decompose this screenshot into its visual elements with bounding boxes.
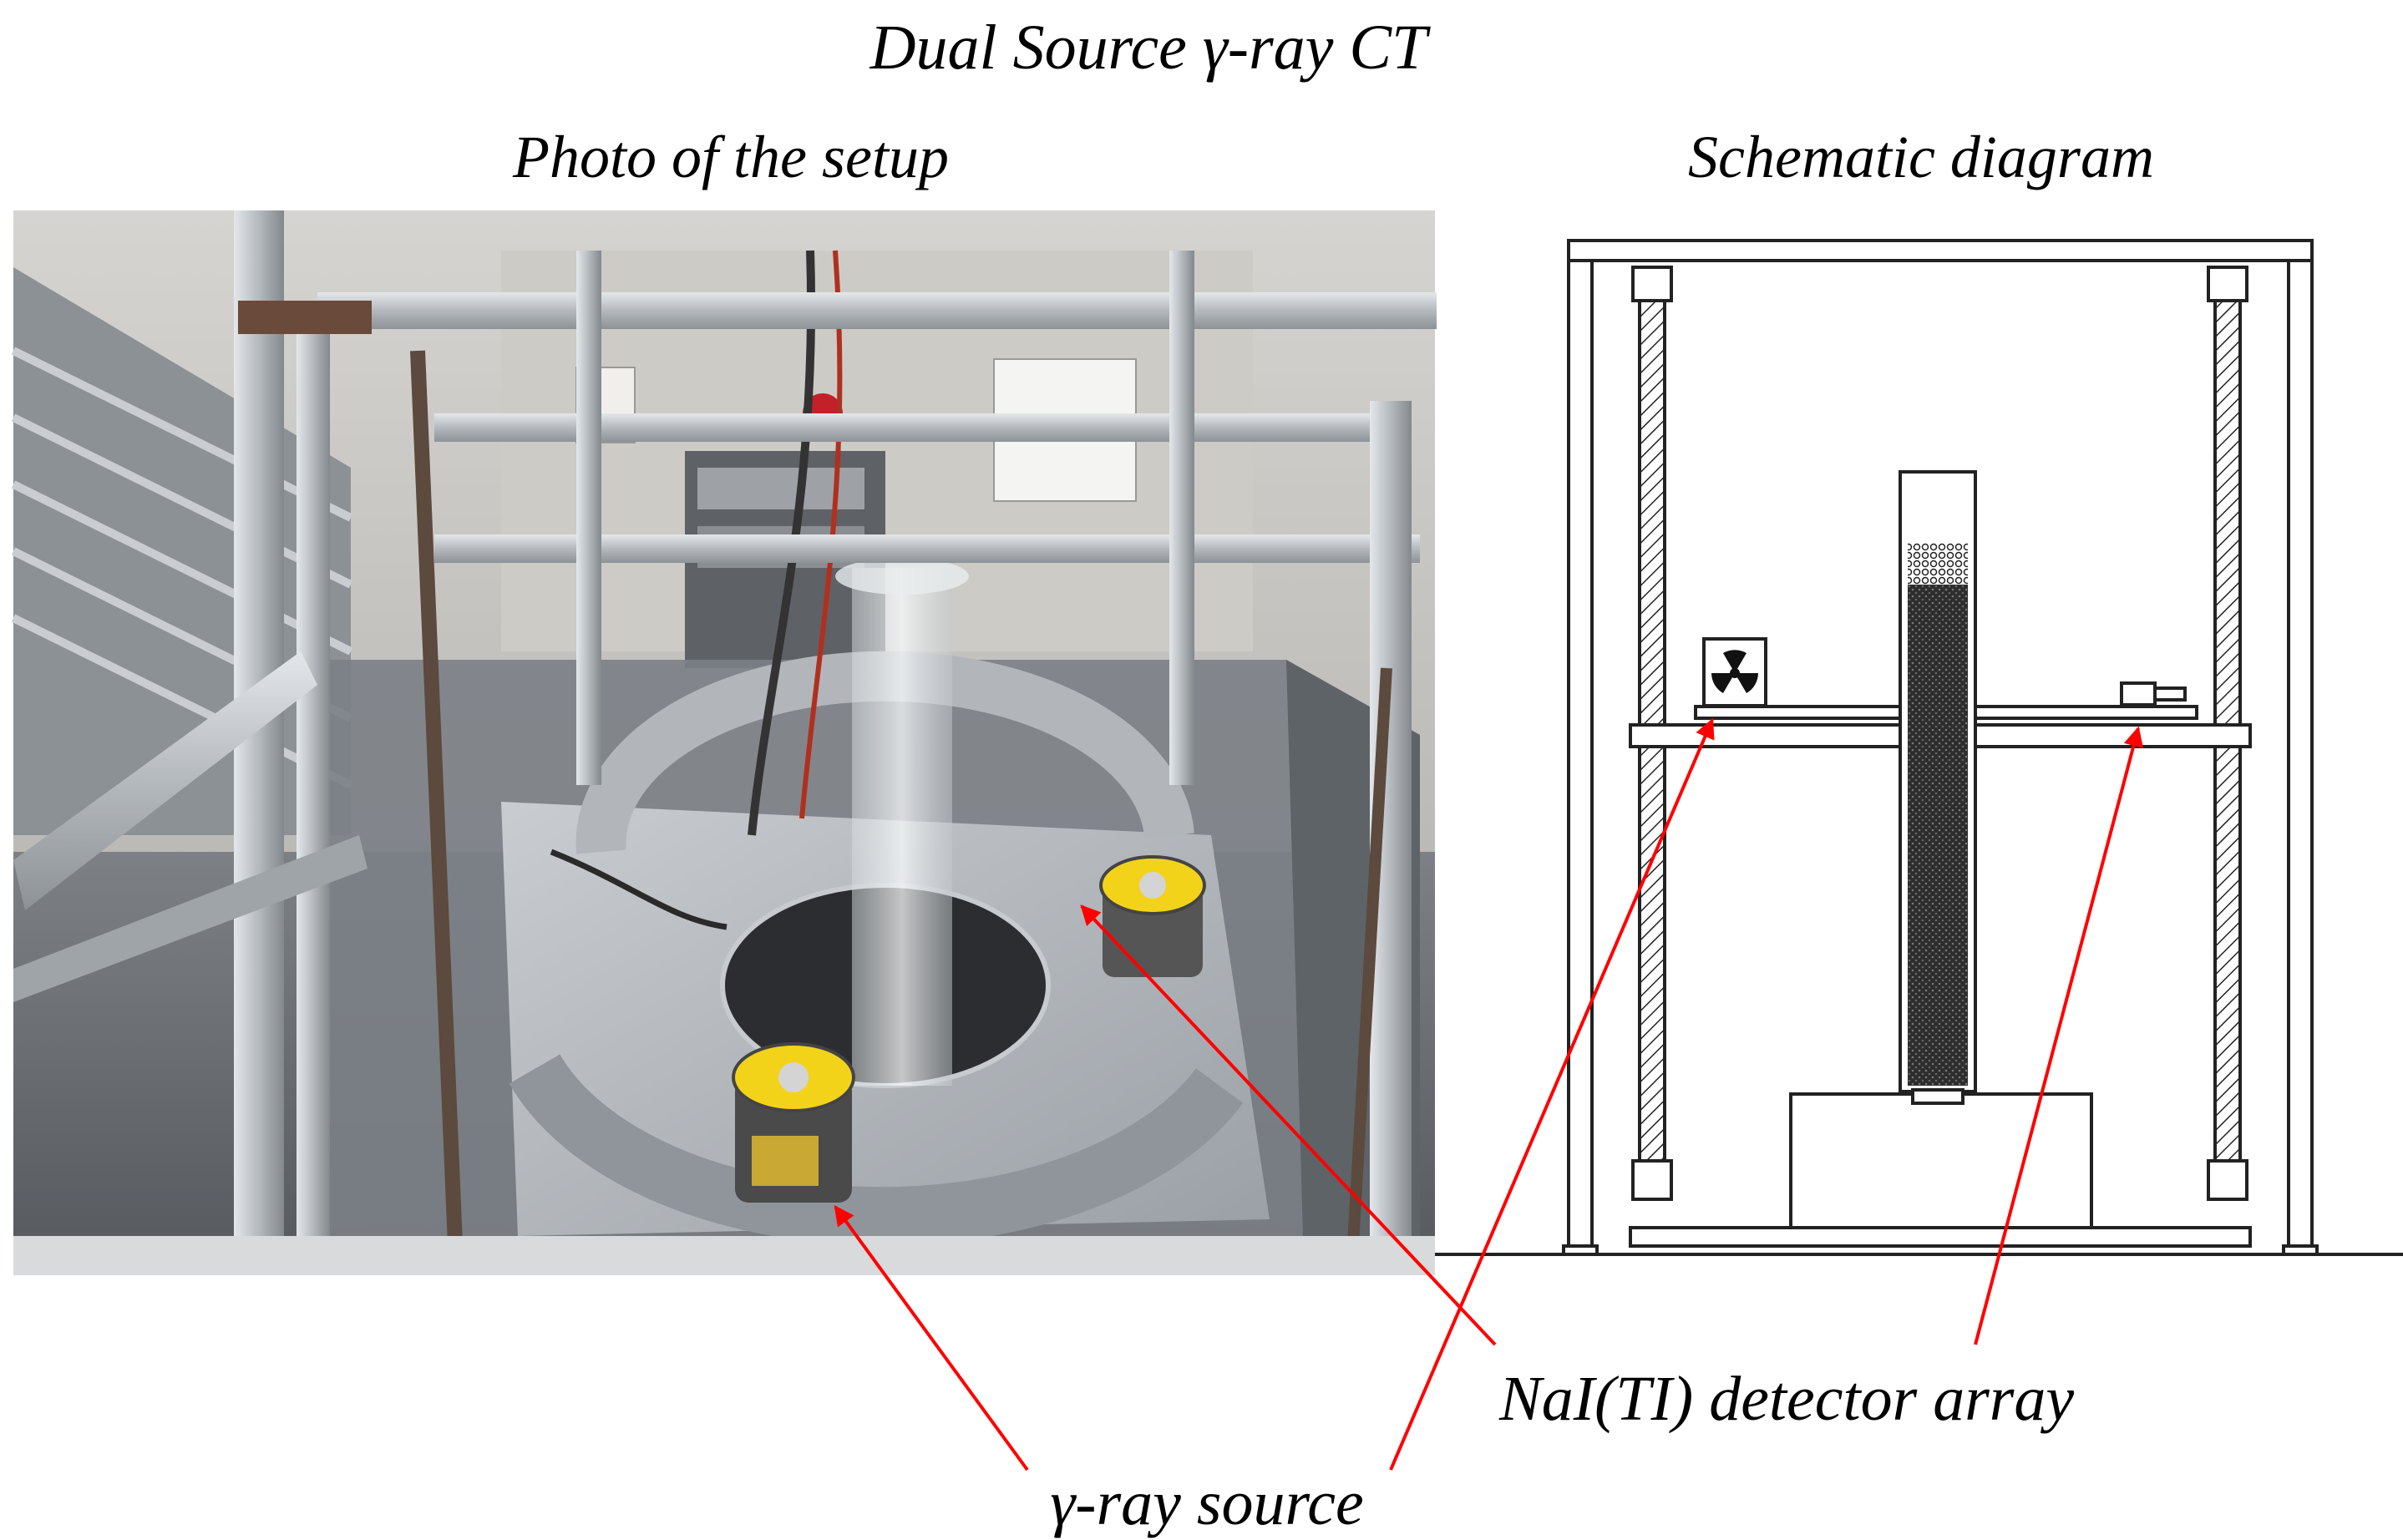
source-arrow-schematic: [1389, 717, 1715, 1471]
source-housing-left: [732, 1042, 855, 1203]
source-label: γ-ray source: [1050, 1468, 1363, 1538]
annotation-arrows: [834, 717, 2144, 1472]
schematic-title: Schematic diagram: [1688, 124, 2154, 190]
source-arrow-photo: [834, 1205, 1029, 1472]
detector-arrow-photo: [1080, 904, 1497, 1346]
detector-icon: [2120, 681, 2187, 707]
schematic-diagram: [1435, 239, 2403, 1256]
detector-arrow-schematic: [1974, 726, 2144, 1345]
photo-title: Photo of the setup: [512, 124, 949, 190]
radiation-trefoil-icon: [1702, 637, 1767, 707]
setup-photo: [11, 210, 1437, 1275]
figure-title: Dual Source γ-ray CT: [869, 13, 1431, 83]
source-housing-right: [1099, 855, 1206, 977]
aluminum-frame: [13, 210, 1437, 1254]
detector-label: NaI(TI) detector array: [1498, 1364, 2074, 1434]
